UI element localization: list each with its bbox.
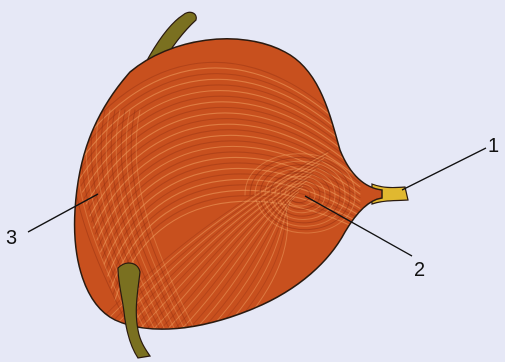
callout-label-2: 2 xyxy=(414,259,425,281)
callout-label-3: 3 xyxy=(6,227,17,249)
callout-label-1: 1 xyxy=(488,135,499,157)
